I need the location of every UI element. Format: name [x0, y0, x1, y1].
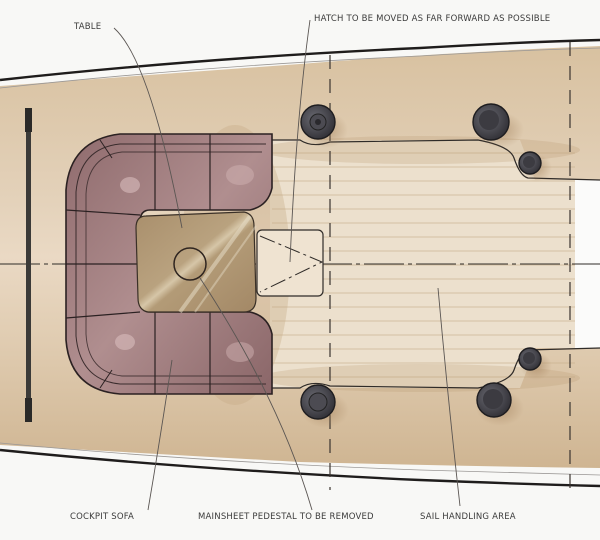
- winches: [300, 103, 552, 428]
- backstay-bar: [26, 108, 31, 420]
- hull-line-top: [0, 38, 600, 82]
- leader-mainsheet: [199, 277, 313, 511]
- label-cockpit-sofa: COCKPIT SOFA: [70, 512, 135, 522]
- hull-line-bottom: [0, 448, 600, 488]
- hatch: [256, 229, 324, 297]
- leader-sofa: [147, 359, 173, 511]
- cockpit-sofa: [65, 133, 273, 395]
- table: [135, 211, 257, 313]
- label-table: TABLE: [74, 22, 102, 32]
- mainsheet-pedestal: [173, 247, 207, 281]
- leader-hatch: [289, 19, 311, 263]
- label-mainsheet-pedestal: MAINSHEET PEDESTAL TO BE REMOVED: [198, 512, 374, 522]
- label-hatch: HATCH TO BE MOVED AS FAR FORWARD AS POSS…: [314, 14, 551, 24]
- leader-table: [113, 27, 183, 229]
- label-sail-handling-area: SAIL HANDLING AREA: [420, 512, 516, 522]
- leader-sail: [437, 287, 461, 507]
